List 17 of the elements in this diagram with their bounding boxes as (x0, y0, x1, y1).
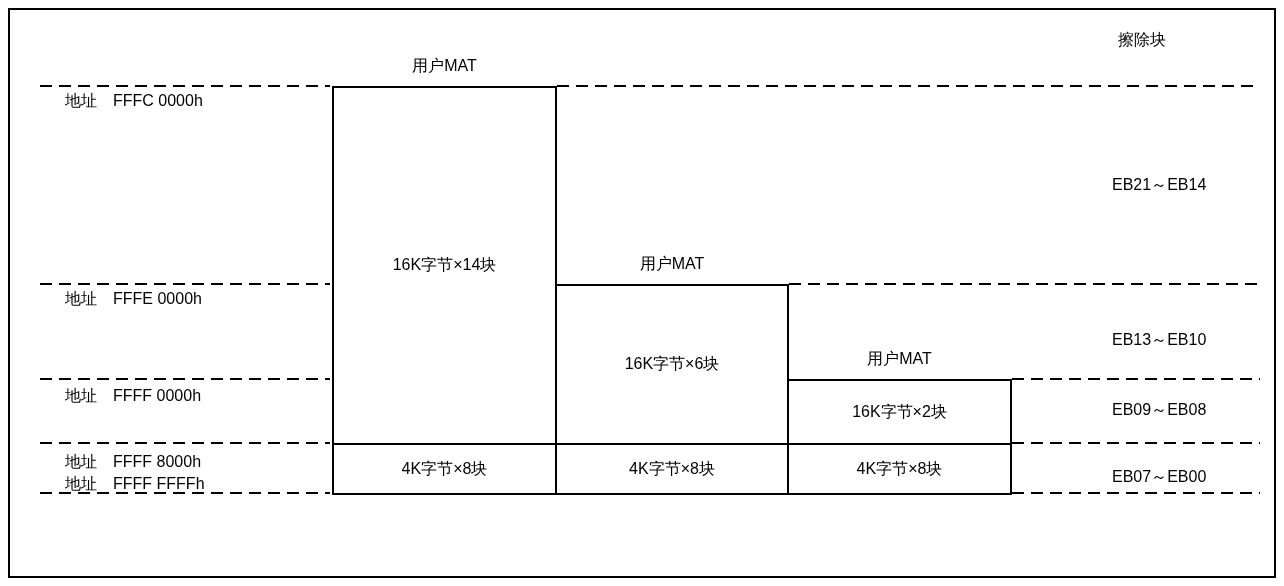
memory-block: 16K字节×2块 (787, 379, 1012, 445)
address-label: 地址 FFFF 8000h (65, 452, 202, 472)
region-heading: 用户MAT (638, 254, 706, 274)
address-label: 地址 FFFC 0000h (65, 91, 203, 111)
address-label: 地址 FFFE 0000h (65, 289, 202, 309)
address-label: 地址 FFFF 0000h (65, 386, 202, 406)
address-label: 地址 FFFF FFFFh (65, 474, 205, 494)
region-heading: 用户MAT (866, 349, 933, 369)
block-range: EB13～EB10 (1112, 330, 1207, 350)
region-heading: 用户MAT (411, 56, 478, 76)
block-range: EB07～EB00 (1112, 467, 1207, 487)
memory-block: 16K字节×14块 (332, 86, 557, 445)
block-range: EB09～EB08 (1112, 400, 1207, 420)
memory-block: 4K字节×8块 (787, 443, 1012, 495)
memory-block: 4K字节×8块 (332, 443, 557, 495)
block-range: EB21～EB14 (1112, 175, 1207, 195)
column-heading: 擦除块 (1118, 30, 1166, 50)
